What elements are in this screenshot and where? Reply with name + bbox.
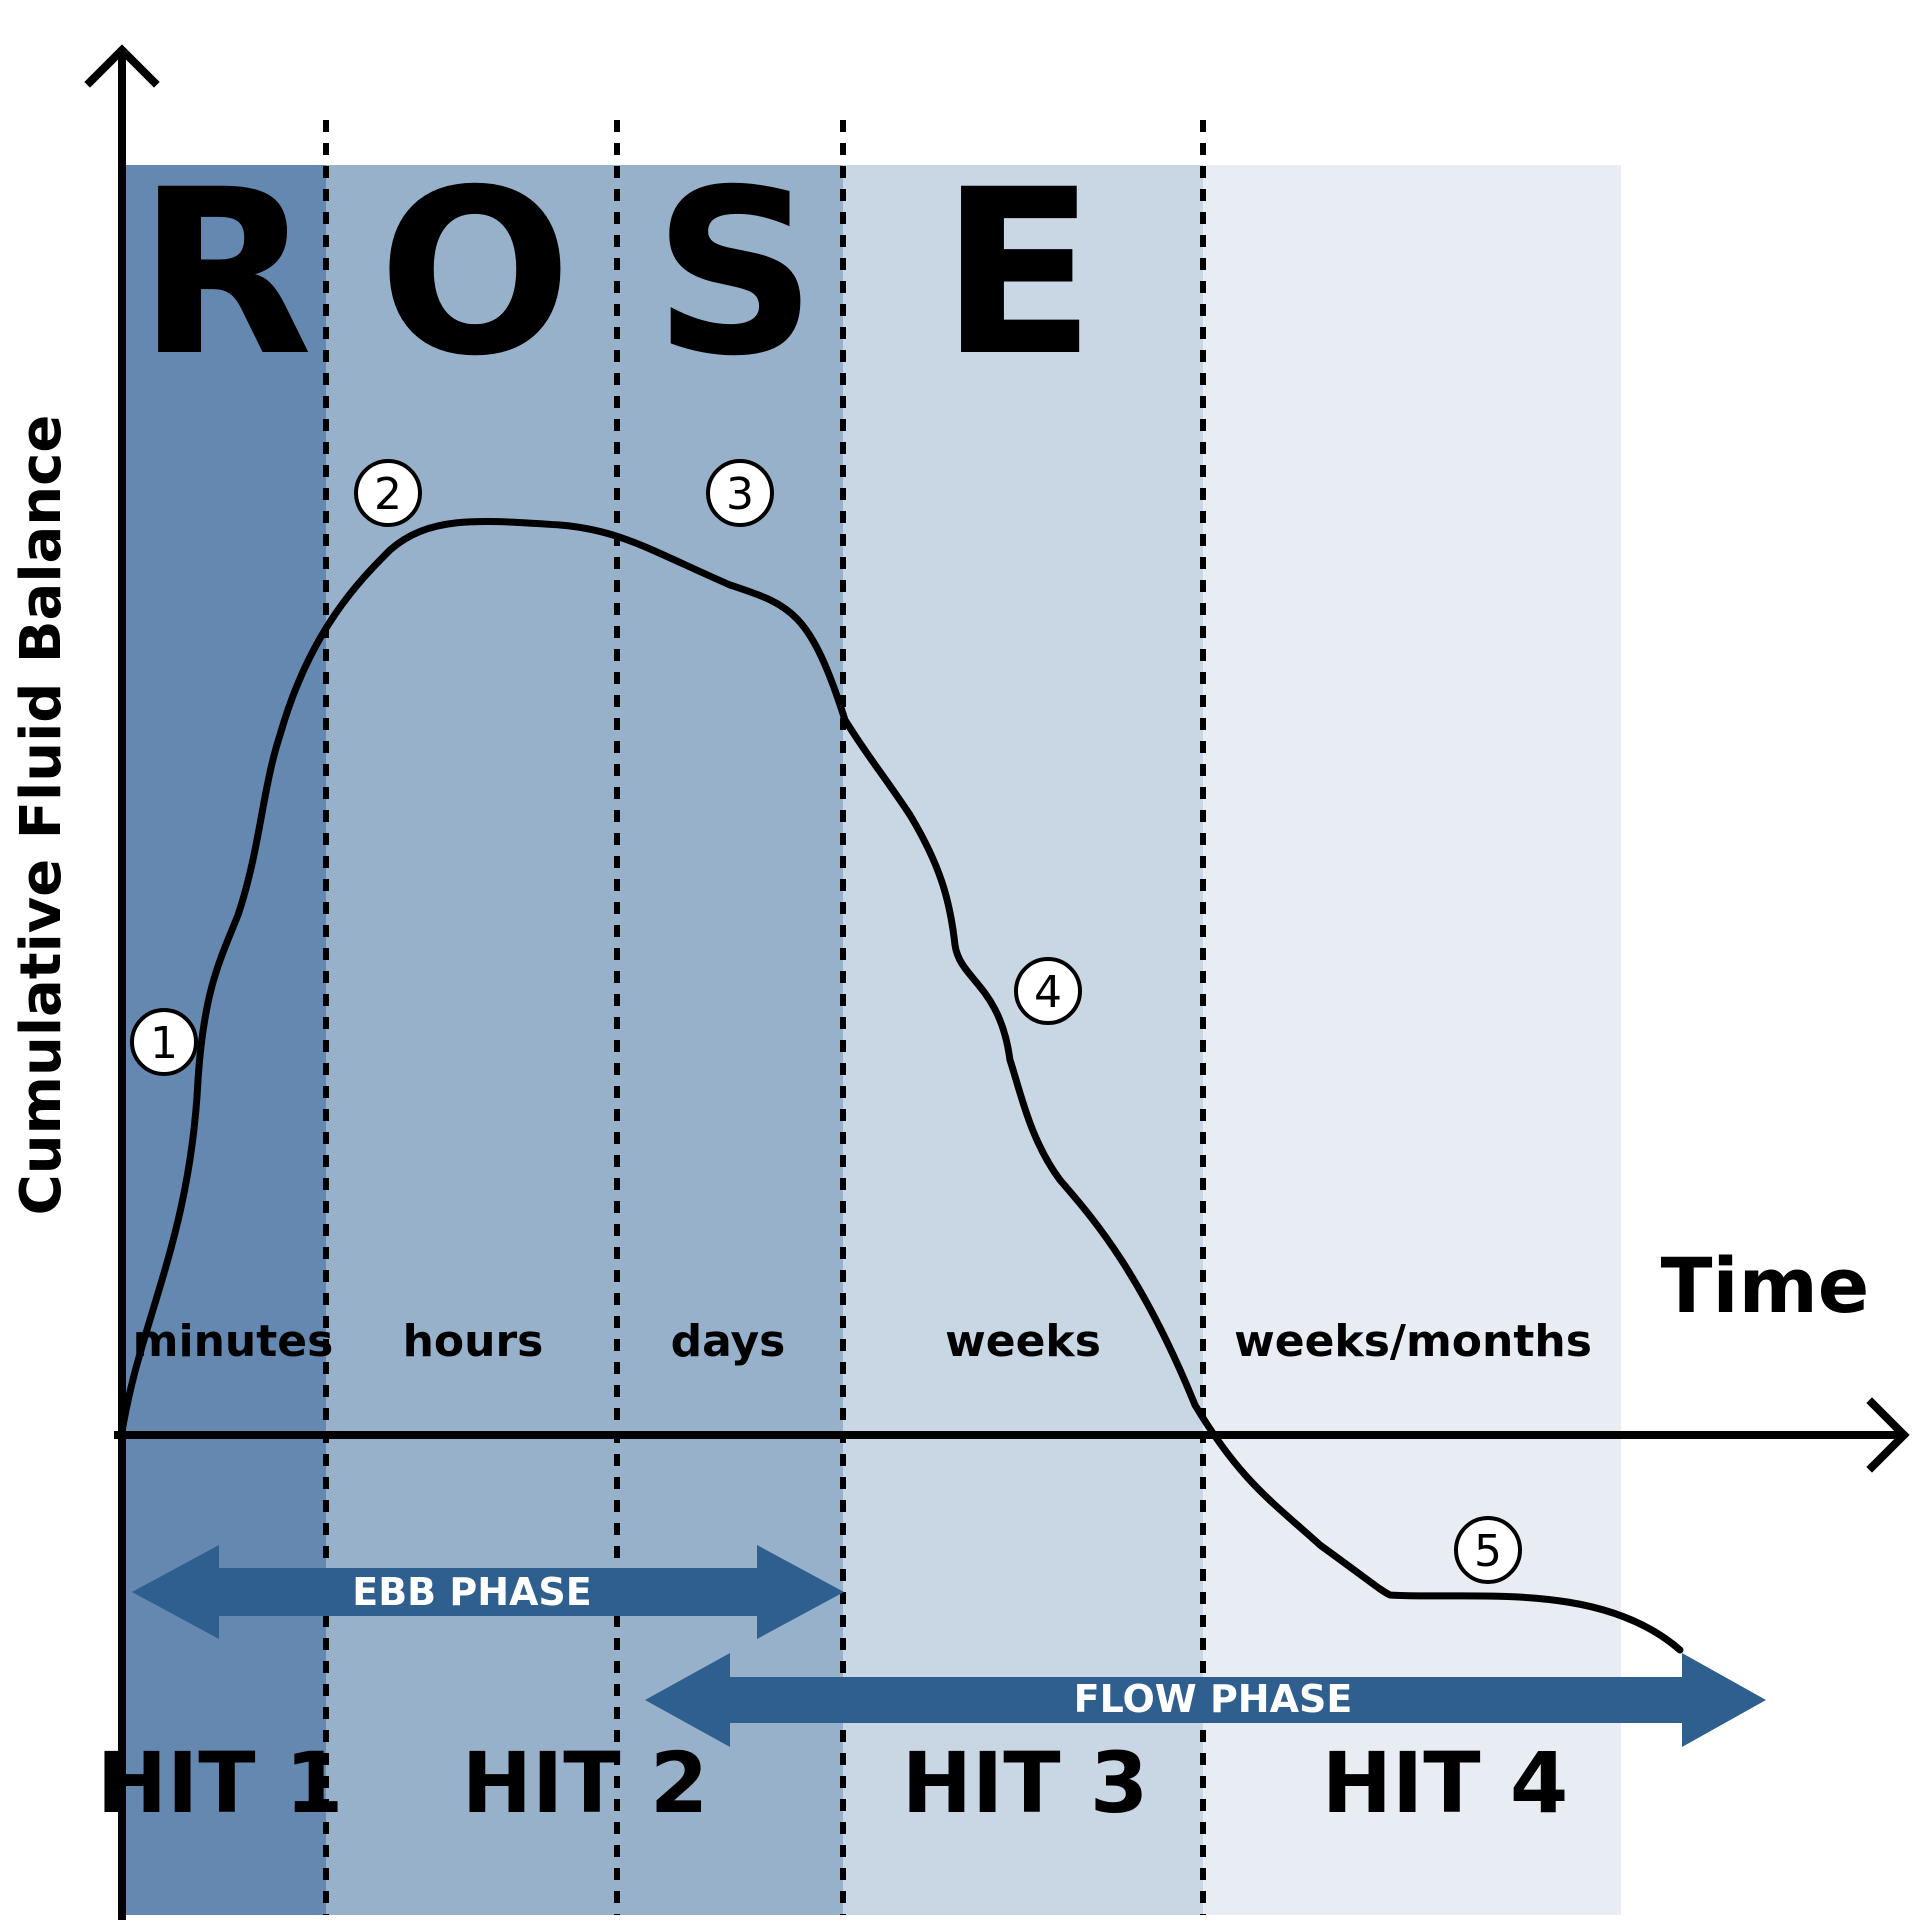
marker-1: 1	[130, 1008, 198, 1076]
x-axis-title: Time	[1661, 1241, 1870, 1330]
period-hours: hours	[403, 1316, 544, 1367]
flow-phase-arrow	[645, 1653, 1766, 1747]
marker-1-circle	[130, 1008, 198, 1076]
marker-2-number: 2	[374, 469, 402, 520]
axes	[84, 44, 1910, 1922]
ebb-phase-label: EBB PHASE	[352, 1570, 592, 1614]
band-optimization	[326, 165, 843, 1915]
x-axis-arrowhead	[1866, 1397, 1910, 1473]
band-stabilization	[843, 165, 1203, 1915]
marker-4: 4	[1014, 957, 1082, 1025]
marker-5-number: 5	[1474, 1526, 1502, 1577]
period-minutes: minutes	[133, 1316, 334, 1367]
flow-phase-label: FLOW PHASE	[1074, 1677, 1353, 1721]
hit-3-label: HIT 3	[902, 1734, 1149, 1832]
acronym-letter-o: O	[378, 140, 572, 406]
marker-3-circle	[706, 459, 774, 527]
y-axis-arrowhead	[84, 44, 160, 88]
ebb-phase-arrow	[132, 1545, 844, 1639]
marker-4-circle	[1014, 957, 1082, 1025]
marker-3: 3	[706, 459, 774, 527]
marker-5: 5	[1454, 1516, 1522, 1584]
period-days: days	[671, 1316, 786, 1367]
hit-1-label: HIT 1	[97, 1734, 344, 1832]
period-weeks: weeks	[945, 1316, 1101, 1367]
marker-2-circle	[354, 459, 422, 527]
acronym-letter-r: R	[137, 140, 313, 406]
acronym-letter-s: S	[653, 140, 817, 406]
marker-1-number: 1	[150, 1018, 178, 1069]
hit-2-label: HIT 2	[462, 1734, 709, 1832]
y-axis-title: Cumulative Fluid Balance	[9, 415, 74, 1216]
marker-3-number: 3	[726, 469, 754, 520]
marker-2: 2	[354, 459, 422, 527]
fluid-balance-curve	[118, 517, 1684, 1654]
acronym-letter-e: E	[940, 140, 1096, 406]
band-evacuation	[1203, 165, 1621, 1915]
period-weeks-months: weeks/months	[1234, 1316, 1592, 1367]
marker-5-circle	[1454, 1516, 1522, 1584]
marker-4-number: 4	[1034, 967, 1062, 1018]
hit-4-label: HIT 4	[1322, 1734, 1569, 1832]
